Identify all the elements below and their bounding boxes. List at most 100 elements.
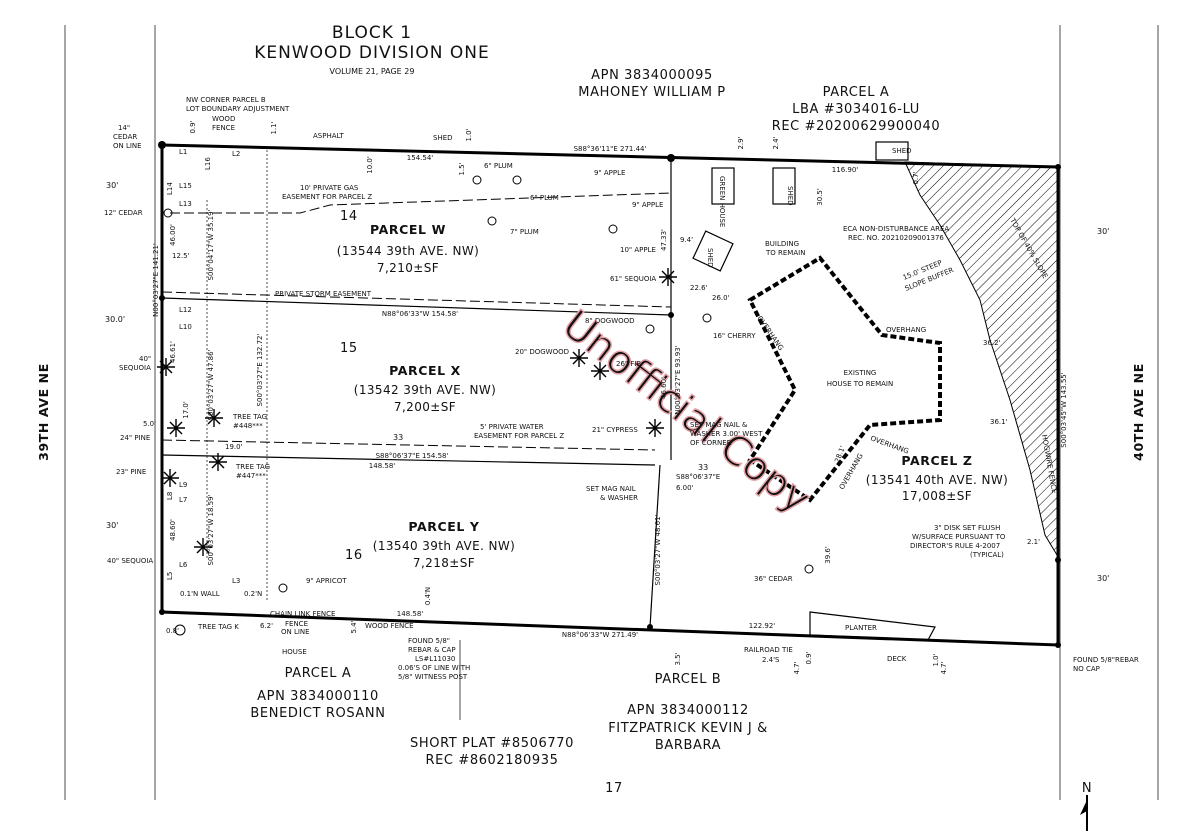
dist-396: 39.6' [824, 546, 832, 564]
corner-c-mid [668, 312, 674, 318]
apn-a: APN 3834000110 [257, 689, 379, 704]
dist-47b: 4.7' [940, 661, 948, 674]
corner-e-mid [1055, 557, 1061, 563]
dist-01w: 0.1'N WALL [180, 590, 220, 598]
dist-24: 2.4' [772, 136, 780, 149]
line-l7: L7 [179, 496, 187, 504]
tree-sequoia-40a [157, 358, 175, 376]
water-easement [161, 439, 656, 451]
dist-xy-seg: 148.58' [369, 462, 395, 470]
short-plat: SHORT PLAT #8506770 [410, 736, 574, 751]
parcel-w-name: PARCEL W [370, 222, 446, 237]
cedar14c-label: ON LINE [113, 142, 142, 150]
dist-south-seg: 148.58' [397, 610, 423, 618]
dist-10b: 1.0' [932, 653, 940, 666]
eca-label: ECA NON-DISTURBANCE AREA [843, 225, 949, 233]
dist-35: 3.5' [674, 652, 682, 665]
dist-21: 2.1' [1027, 538, 1040, 546]
parcel-z-name: PARCEL Z [901, 453, 972, 468]
corner-se [1055, 642, 1061, 648]
dist-4733: 47.33' [660, 229, 668, 251]
tree-tag-447 [209, 453, 227, 471]
gas-easement-label: 10' PRIVATE GAS [300, 184, 359, 192]
existing-label2: HOUSE TO REMAIN [827, 380, 893, 388]
line-l3: L3 [232, 577, 240, 585]
wood-fence-label2: FENCE [212, 124, 235, 132]
tree-fir-26 [591, 362, 609, 380]
water-easement-label2: EASEMENT FOR PARCEL Z [474, 432, 564, 440]
house-label: HOUSE [282, 648, 307, 656]
mag-nail-label-1b: WASHER 3.00' WEST [690, 430, 763, 438]
lba-number: LBA #3034016-LU [792, 102, 920, 117]
overhang-label-4: OVERHANG [869, 434, 910, 455]
treetag-448-label2: #448*** [233, 422, 263, 430]
tree-pine-23 [161, 469, 179, 487]
short-plat-rec: REC #8602180935 [425, 753, 558, 768]
found-label5: 5/8" WITNESS POST [398, 673, 468, 681]
dist-29: 2.9' [737, 136, 745, 149]
treetag-k-label: TREE TAG K [197, 623, 239, 631]
bearing-south: N88°06'33"W 271.49' [562, 631, 638, 639]
gas-easement-label2: EASEMENT FOR PARCEL Z [282, 193, 372, 201]
building-label2: TO REMAIN [765, 249, 805, 257]
north-arrow-head [1080, 800, 1087, 815]
corner-nw [158, 141, 166, 149]
tree-cherry-16 [702, 313, 712, 323]
found-label4: 0.06'S OF LINE WITH [398, 664, 470, 672]
existing-label: EXISTING [844, 369, 877, 377]
site-boundary [160, 143, 1060, 647]
parcel-w-address: (13544 39th AVE. NW) [337, 244, 479, 258]
plum6a-label: 6" PLUM [484, 162, 513, 170]
bearing-mid-s: S88°06'37"E [676, 473, 720, 481]
dist-24b: 2.4'S [762, 656, 780, 664]
mark-33b: 33 [698, 463, 708, 472]
dist-94: 9.4' [680, 236, 693, 244]
line-l5: L5 [166, 572, 174, 580]
parcel-z-west-line-2 [649, 464, 661, 628]
bearing-west-line: N00°03'27"E 141.21' [152, 243, 160, 317]
found-label3: LS#L11030 [415, 655, 455, 663]
parcel-z-area: 17,008±SF [902, 489, 972, 503]
gas-easement [170, 192, 672, 214]
line-l12: L12 [179, 306, 192, 314]
pine23-label: 23" PINE [116, 468, 146, 476]
bearing-x-y: S88°06'37"E 154.58' [376, 452, 449, 460]
parcel-x-name: PARCEL X [389, 363, 461, 378]
mag-nail-label-2: SET MAG NAIL [586, 485, 636, 493]
sequoia40a-label: 40" [139, 355, 151, 363]
mag-nail-label-1: SET MAG NAIL & [690, 421, 748, 429]
east-30a: 30' [1097, 227, 1109, 236]
parcel-w-x-line [161, 297, 672, 316]
corner-ne [1055, 164, 1061, 170]
apple9b-label: 9" APPLE [632, 201, 663, 209]
tree-symbols [163, 175, 814, 636]
apple9a-label: 9" APPLE [594, 169, 625, 177]
tree-cedar-12 [163, 208, 173, 218]
lot-16: 16 [345, 548, 363, 563]
shed-label-2: SHED [786, 186, 794, 206]
tree-sequoia-40b [194, 538, 212, 556]
parcel-w-area: 7,210±SF [377, 261, 439, 275]
dist-362: 36.2' [983, 339, 1001, 347]
tree-plum-7 [487, 216, 497, 226]
tree-dogwood-20 [570, 349, 588, 367]
west-30b: 30' [106, 521, 118, 530]
dist-4661: 46.61' [169, 341, 177, 363]
line-l16: L16 [204, 157, 212, 170]
dist-10: 1.0' [465, 128, 473, 141]
water-easement-label: 5' PRIVATE WATER [480, 423, 544, 431]
tree-cedar-36 [804, 564, 814, 574]
apn-b: APN 3834000112 [627, 703, 749, 718]
line-l10: L10 [179, 323, 192, 331]
bearing-mid-line2: S00°03'27"W 48.61' [654, 514, 662, 585]
chainlink-label: CHAIN LINK FENCE [270, 610, 335, 618]
woodfence-label: WOOD FENCE [365, 622, 414, 630]
dist-4660: 46.60' [660, 377, 668, 399]
dist-north-seg: 154.54' [407, 154, 433, 162]
lot-adj-label: LOT BOUNDARY ADJUSTMENT [186, 105, 290, 113]
corner-s-mid [647, 624, 653, 630]
line-l9: L9 [179, 481, 187, 489]
tree-plum-6b [512, 175, 522, 185]
owner-b: FITZPATRICK KEVIN J & [608, 721, 768, 736]
